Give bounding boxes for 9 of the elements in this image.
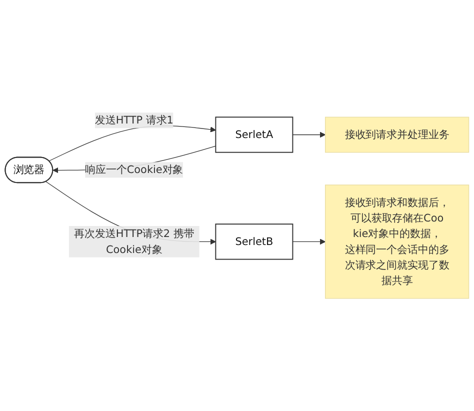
arrow xyxy=(292,238,326,245)
node-box: 接收到请求和数据后，可以获取存储在Cookie对象中的数据，这样同一个会话中的多次请求之间就实现了数据共享 xyxy=(325,184,470,299)
edge-label: 响应一个Cookie对象 xyxy=(85,163,184,176)
edge-label: 发送HTTP 请求1 xyxy=(94,114,174,126)
node-box: 接收到请求并处理业务 xyxy=(325,116,470,153)
node-box: SerletB xyxy=(215,224,294,260)
node-box: SerletA xyxy=(215,116,294,153)
arrow xyxy=(292,132,326,138)
edge-label: 再次发送HTTP请求2 携带Cookie对象 xyxy=(74,227,194,256)
